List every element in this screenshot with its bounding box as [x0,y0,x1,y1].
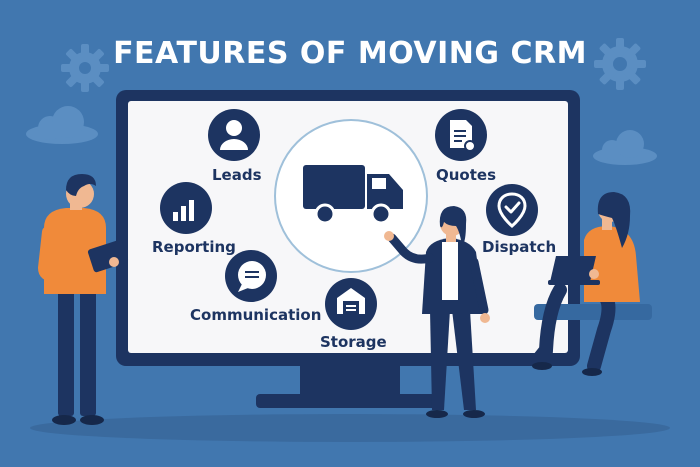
gear-icon-right [594,38,646,90]
check-badge-icon [486,184,538,236]
feature-label-reporting: Reporting [152,238,236,256]
floor-shadow [30,414,670,442]
feature-label-communication: Communication [190,306,322,324]
document-icon [435,109,487,161]
feature-label-dispatch: Dispatch [482,238,557,256]
cloud-icon-left [26,106,98,144]
woman-with-laptop [531,192,652,376]
person-icon [208,109,260,161]
feature-label-leads: Leads [212,166,262,184]
feature-label-quotes: Quotes [436,166,497,184]
chat-bubble-icon [225,250,277,302]
cloud-icon-right [593,130,657,165]
warehouse-icon [325,278,377,330]
page-title: FEATURES OF MOVING CRM [113,36,587,71]
gear-icon-left [61,44,109,92]
feature-label-storage: Storage [320,333,387,351]
woman-presenting [384,206,490,418]
bar-chart-icon [160,182,212,234]
man-with-tablet [37,174,129,425]
